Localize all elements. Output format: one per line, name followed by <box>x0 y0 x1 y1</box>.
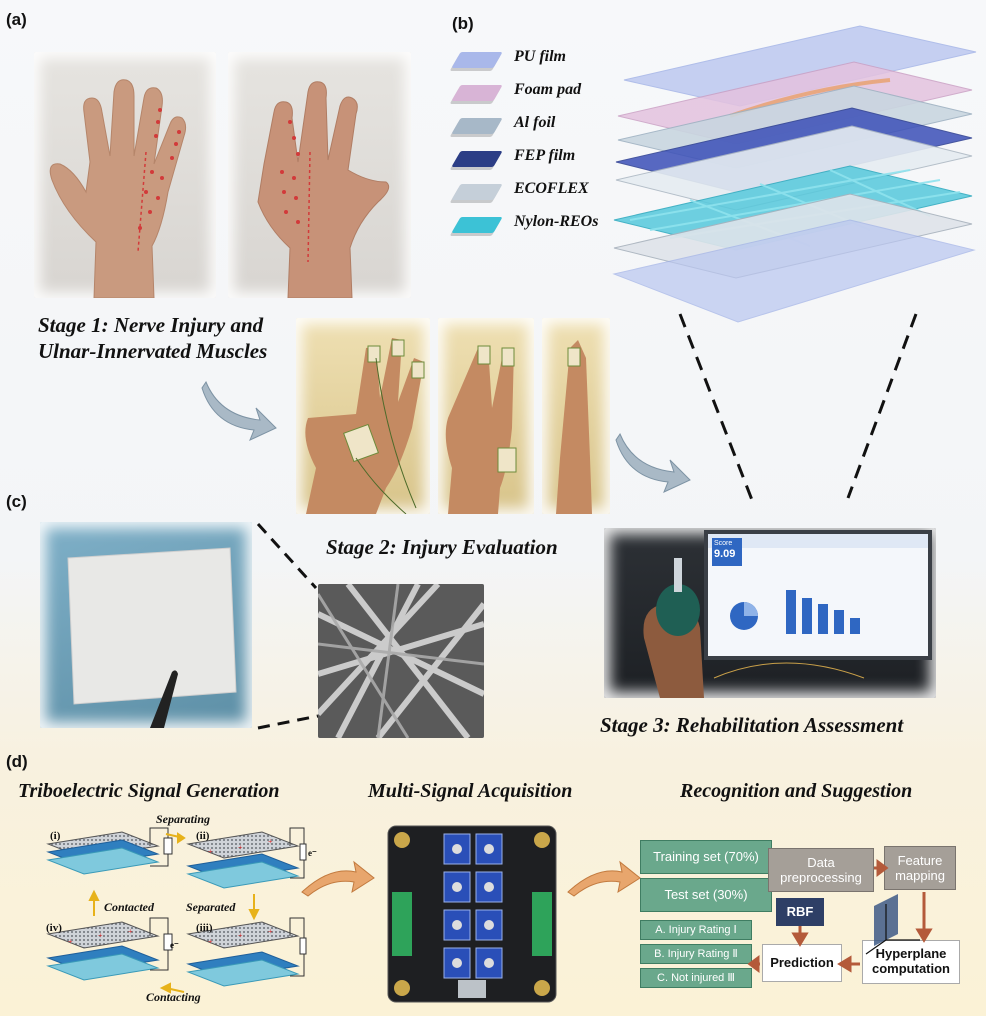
sem-image <box>318 584 484 738</box>
hyperplane-icon <box>874 894 898 946</box>
foam-pad-swatch <box>451 85 503 101</box>
layer-stack-diagram <box>612 25 977 323</box>
svg-text:+: + <box>128 927 133 936</box>
sem-fiber-image <box>318 584 484 738</box>
rating-item-2: B. Injury Rating Ⅱ <box>640 944 752 964</box>
stage3-title: Stage 3: Rehabilitation Assessment <box>600 713 904 737</box>
state-iv-label: (iv) <box>46 922 62 934</box>
nylon-film-image <box>67 547 237 728</box>
terminal-left <box>392 892 412 956</box>
panel-label-d: (d) <box>6 752 28 771</box>
stage2-to-stage3-arrow <box>615 432 691 493</box>
bottom-pu-film-layer <box>612 219 976 323</box>
dashed-zoom-top <box>256 522 318 590</box>
ecoflex-swatch <box>451 184 503 200</box>
cycle-arrows <box>88 832 260 994</box>
separated-label: Separated <box>186 900 236 914</box>
svg-text:+: + <box>238 843 243 852</box>
nylon-reos-swatch <box>451 217 503 233</box>
sensor-hand-photo-3 <box>542 318 610 514</box>
feature-mapping-line2: mapping <box>895 868 945 883</box>
ecoflex-layer <box>615 125 973 211</box>
state-ii-label: (ii) <box>196 830 210 842</box>
svg-text:+: + <box>238 931 243 940</box>
stage1-to-stage2-arrow <box>201 380 277 441</box>
rating-item-1: A. Injury Rating Ⅰ <box>640 920 752 940</box>
signal-generation-title: Triboelectric Signal Generation <box>18 780 280 802</box>
svg-text:+: + <box>208 847 213 856</box>
recognition-title: Recognition and Suggestion <box>680 780 913 802</box>
data-preprocessing-box: Data preprocessing <box>768 848 874 892</box>
terminal-right <box>532 892 552 956</box>
hyperplane-box: Hyperplane computation <box>862 940 960 984</box>
svg-text:+: + <box>268 837 273 846</box>
svg-text:+: + <box>98 931 103 940</box>
stage1-title-line2: Ulnar-Innervated Muscles <box>38 339 268 363</box>
state-iii-device: + + + <box>186 917 307 987</box>
signal-acquisition-title: Multi-Signal Acquisition <box>368 780 573 802</box>
state-i-label: (i) <box>50 830 61 842</box>
palm-photo <box>34 52 216 298</box>
training-set-box: Training set (70%) <box>640 840 772 874</box>
svg-text:+: + <box>68 937 73 946</box>
sensor-hand-image-1 <box>305 338 425 514</box>
dashed-zoom-bottom <box>257 714 319 730</box>
separating-label: Separating <box>156 812 211 826</box>
contacting-label: Contacting <box>146 990 201 1004</box>
prediction-box: Prediction <box>762 944 842 982</box>
contacted-label: Contacted <box>104 900 154 914</box>
panel-label-c: (c) <box>6 492 27 511</box>
rehab-assessment-photo: Score 9.09 <box>604 528 936 698</box>
acquisition-board <box>387 825 557 1003</box>
mount-hole-tl <box>394 832 410 848</box>
stage2-title: Stage 2: Injury Evaluation <box>326 535 558 559</box>
panel-label-b: (b) <box>452 14 474 33</box>
palm-hand-image <box>49 79 187 298</box>
fep-film-swatch <box>451 151 503 167</box>
generation-to-acquisition-arrow <box>301 860 375 897</box>
hyperplane-line2: computation <box>872 961 950 976</box>
pu-film-swatch <box>451 52 503 68</box>
back-hand-photo <box>228 52 411 298</box>
data-preprocessing-line1: Data <box>807 855 835 870</box>
back-hand-image <box>257 81 390 298</box>
mount-hole-br <box>534 980 550 996</box>
hyperplane-line1: Hyperplane <box>875 946 947 961</box>
sensor-hand-photo-2 <box>438 318 534 514</box>
score-value: 9.09 <box>714 548 736 560</box>
test-set-box: Test set (30%) <box>640 878 772 912</box>
mount-hole-tr <box>534 832 550 848</box>
sensor-hand-photo-1 <box>296 318 430 514</box>
nylon-film-photo <box>40 522 252 728</box>
triboelectric-cycle-diagram: + + + + + + + + + <box>46 827 307 994</box>
feature-mapping-box: Feature mapping <box>884 846 956 890</box>
state-iii-label: (iii) <box>196 922 213 934</box>
al-foil-swatch <box>451 118 503 134</box>
rating-item-3: C. Not injured Ⅲ <box>640 968 752 988</box>
electron-label-iv: e⁻ <box>170 940 179 950</box>
stage1-title-line1: Stage 1: Nerve Injury and <box>38 313 264 337</box>
laptop-scene-image <box>643 530 932 698</box>
state-ii-device: + + + <box>186 827 307 889</box>
panel-label-a: (a) <box>6 10 27 29</box>
feature-mapping-line1: Feature <box>897 853 943 868</box>
rbf-box: RBF <box>776 898 824 926</box>
svg-text:+: + <box>268 927 273 936</box>
sensor-hand-image-3 <box>556 340 592 514</box>
data-preprocessing-line2: preprocessing <box>780 870 862 885</box>
dashed-connector-right <box>846 313 918 499</box>
electron-label-ii: e⁻ <box>308 848 317 858</box>
state-i-device <box>46 827 173 875</box>
sensor-hand-image-2 <box>445 345 517 514</box>
svg-text:+: + <box>208 937 213 946</box>
usb-port <box>458 980 486 998</box>
acquisition-to-recognition-arrow <box>567 860 641 897</box>
mount-hole-bl <box>394 980 410 996</box>
score-label: Score <box>714 540 733 547</box>
state-iv-device: + + + <box>46 917 173 981</box>
